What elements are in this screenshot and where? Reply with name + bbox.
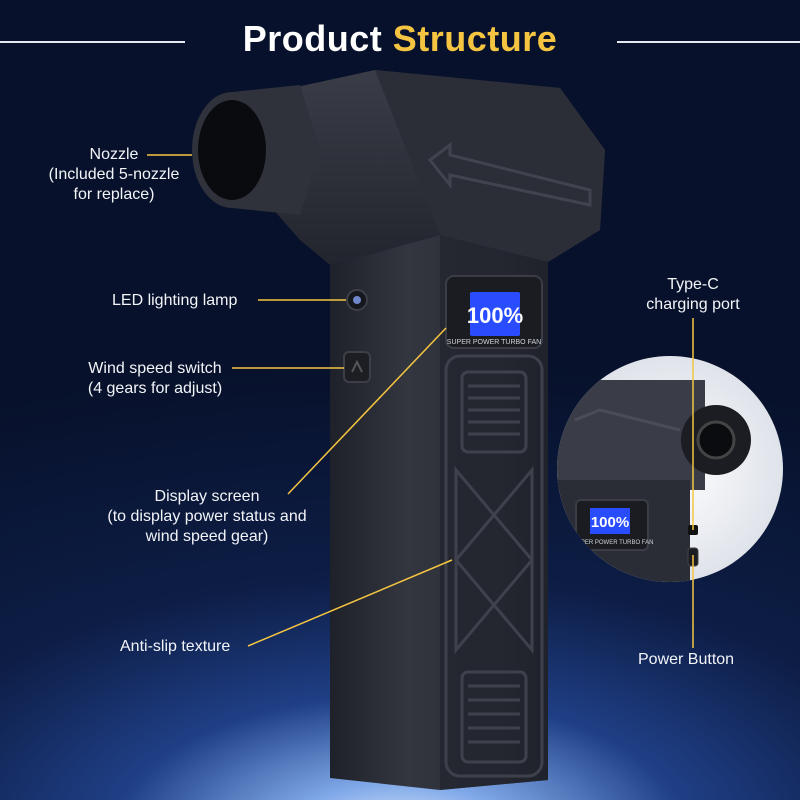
label-type-c-detail: charging port (646, 296, 740, 313)
title-divider-left (0, 41, 185, 43)
label-display-detail-2: wind speed gear) (145, 528, 269, 545)
title-part-2: Structure (392, 18, 558, 59)
inset-display-brand-text: SUPER POWER TURBO FAN (573, 540, 654, 546)
nozzle (192, 85, 320, 215)
label-nozzle-detail-1: (Included 5-nozzle (48, 166, 180, 183)
blower-handle (330, 235, 548, 790)
label-wind-speed-detail: (4 gears for adjust) (87, 380, 223, 397)
label-nozzle-title: Nozzle (89, 146, 139, 163)
charging-port-inset: 100% SUPER POWER TURBO FAN (557, 356, 783, 582)
wind-speed-switch (343, 351, 371, 383)
blower-head (260, 70, 605, 265)
label-type-c: Type-C charging port (632, 275, 754, 315)
label-display-detail-1: (to display power status and (107, 508, 307, 525)
display-screen: 100% SUPER POWER TURBO FAN (445, 275, 543, 349)
page-title: Product Structure (0, 18, 800, 60)
display-reading: 100% (467, 303, 523, 328)
led-lamp (346, 289, 368, 311)
label-display-title: Display screen (154, 488, 260, 505)
label-wind-speed: Wind speed switch (4 gears for adjust) (76, 359, 234, 399)
label-nozzle: Nozzle (Included 5-nozzle for replace) (40, 145, 188, 205)
label-type-c-title: Type-C (667, 276, 719, 293)
leader-anti-slip (247, 559, 453, 647)
label-nozzle-detail-2: for replace) (73, 186, 155, 203)
label-wind-speed-title: Wind speed switch (88, 360, 222, 377)
label-anti-slip: Anti-slip texture (120, 638, 231, 655)
label-display-screen: Display screen (to display power status … (96, 487, 318, 547)
leader-display (287, 327, 447, 495)
label-power-button: Power Button (638, 651, 735, 668)
inset-display-reading: 100% (591, 514, 629, 531)
display-brand-text: SUPER POWER TURBO FAN (447, 339, 541, 346)
title-part-1: Product (242, 18, 383, 59)
title-divider-right (617, 41, 800, 43)
leader-lines (147, 154, 694, 648)
label-led: LED lighting lamp (112, 292, 238, 309)
